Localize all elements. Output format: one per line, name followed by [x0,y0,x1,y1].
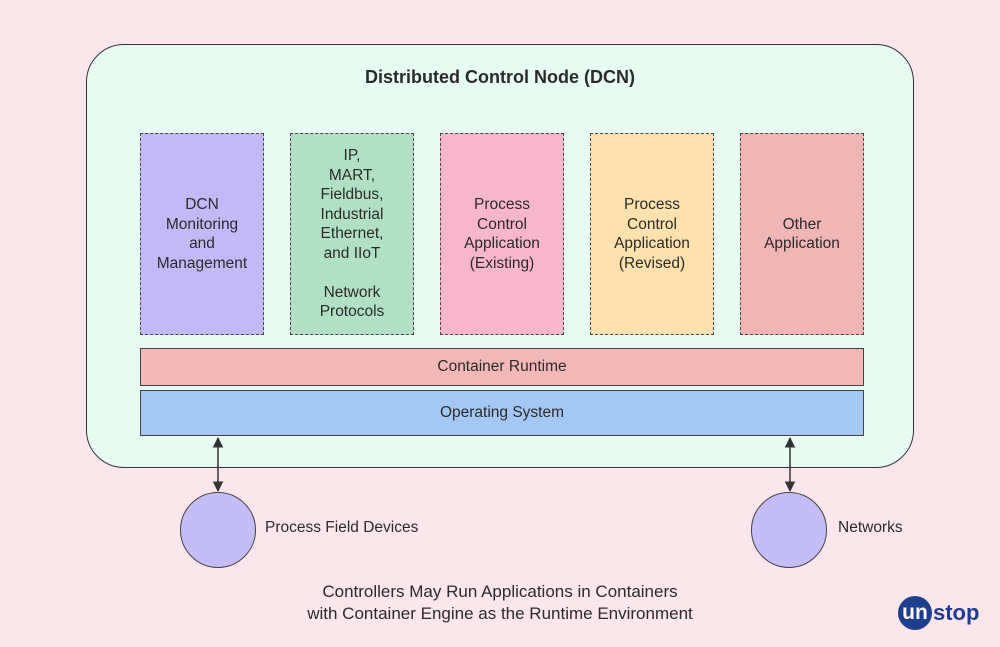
app-text-line: Application [464,235,540,252]
app-text-line: Process [624,196,680,213]
app-text-line: Monitoring [165,215,239,233]
app-text-line: Industrial [320,205,384,223]
field-devices-node-circle [180,492,256,568]
app-text-line: Fieldbus, [320,186,384,204]
app-text-line: Application [764,235,840,252]
diagram-caption: Controllers May Run Applications in Cont… [0,581,1000,625]
app-text-line: Management [156,254,248,272]
app-text-line: IP, [343,147,361,165]
app-text-line: Network [323,283,381,301]
app-text-line: and [189,235,215,252]
networks-label: Networks [838,519,903,536]
unstop-logo: un stop [898,596,979,630]
app-text-line: (Revised) [618,254,686,272]
app-box-process-control-existing: Process Control Application (Existing) [440,133,564,335]
app-box-dcn-monitoring: DCN Monitoring and Management [140,133,264,335]
logo-circle: un [898,596,932,630]
app-text-line: and IIoT [323,244,381,262]
app-text-line: MART, [328,166,376,184]
app-text-line: Control [477,215,527,233]
field-devices-label: Process Field Devices [265,519,419,536]
app-text-line: Protocols [319,303,385,321]
dcn-title: Distributed Control Node (DCN) [365,67,635,87]
logo-text: stop [933,600,980,625]
app-text-line: Other [782,215,822,233]
caption-line: with Container Engine as the Runtime Env… [307,604,693,623]
networks-node-circle [751,492,827,568]
app-box-network-protocols: IP, MART, Fieldbus, Industrial Ethernet,… [290,133,414,335]
app-text-line: Application [614,235,690,252]
app-text-line: Process [474,196,530,213]
app-text-line: (Existing) [469,254,535,272]
app-text-line: Ethernet, [320,225,384,243]
operating-system-layer: Operating System [140,390,864,436]
container-runtime-layer: Container Runtime [140,348,864,386]
app-box-process-control-revised: Process Control Application (Revised) [590,133,714,335]
app-box-other-application: Other Application [740,133,864,335]
app-text-line: DCN [185,196,219,213]
caption-line: Controllers May Run Applications in Cont… [322,582,678,601]
app-text-line: Control [627,215,677,233]
